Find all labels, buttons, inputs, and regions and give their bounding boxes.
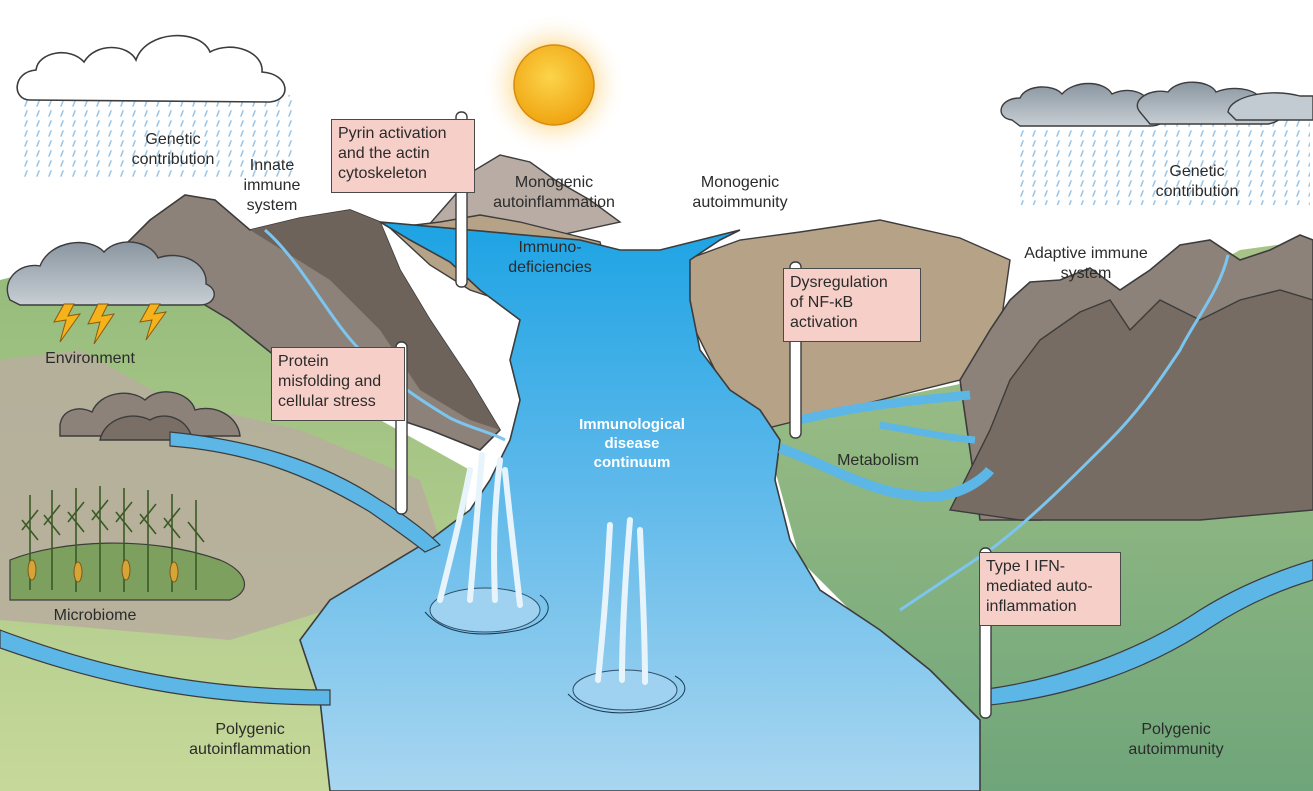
sign-type-i-ifn: Type I IFN-mediated auto-inflammation <box>979 552 1121 626</box>
cloud-left-icon <box>16 34 286 103</box>
boulders <box>59 391 241 441</box>
lightning-icon <box>53 303 168 345</box>
fountain-left <box>424 452 549 635</box>
sun-icon <box>513 44 595 126</box>
stream-metabolism-2 <box>798 390 971 425</box>
label-metabolism: Metabolism <box>837 452 919 469</box>
rain-left-top <box>20 95 300 180</box>
stream-right-lower <box>979 559 1313 707</box>
cloud-right-icon <box>1000 81 1313 127</box>
stream-adaptive <box>899 254 1230 612</box>
corn-plants-icon <box>21 486 205 592</box>
innate-mountain-shade <box>250 210 500 430</box>
storm-cloud-icon <box>6 241 215 306</box>
stream-metabolism-3 <box>879 421 976 444</box>
fountain-right <box>567 517 686 714</box>
label-environment: Environment <box>45 350 135 367</box>
label-immunodeficiencies: Immuno-deficiencies <box>508 239 592 276</box>
main-river <box>299 221 981 791</box>
label-microbiome: Microbiome <box>53 607 137 624</box>
stream-metabolism-1 <box>778 443 994 502</box>
stream-left-mid <box>169 431 442 553</box>
adaptive-mountain-front <box>948 289 1313 521</box>
stream-left-lower <box>0 629 331 706</box>
